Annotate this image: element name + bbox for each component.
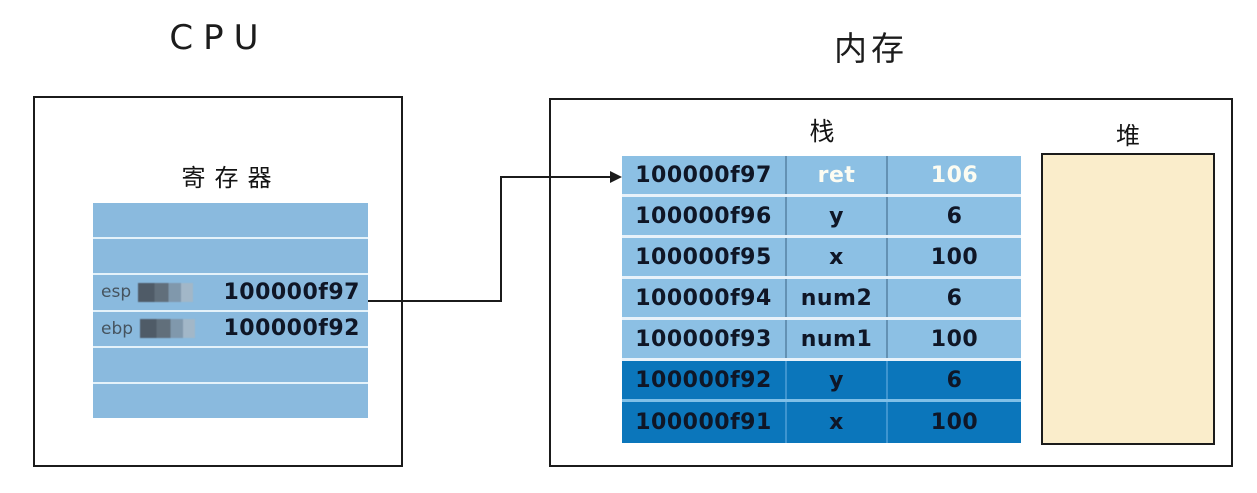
memory-title: 内存 <box>834 29 908 68</box>
register-row-empty <box>93 239 368 276</box>
stack-cell-address: 100000f92 <box>635 367 772 393</box>
stack-cell-name: y <box>785 361 886 399</box>
stack-cell-value: 6 <box>886 197 1021 235</box>
stack-cell-value: 100 <box>886 402 1021 443</box>
stack-cell-address: 100000f95 <box>635 244 772 270</box>
stack-cell-value: 100 <box>886 320 1021 358</box>
register-table: esp 100000f97 ebp 100000f92 <box>93 203 368 418</box>
stack-cell-value: 106 <box>886 156 1021 194</box>
redaction-mosaic <box>138 282 194 302</box>
register-row-empty <box>93 348 368 384</box>
stack-cell-value: 6 <box>886 279 1021 317</box>
register-row-empty <box>93 203 368 240</box>
stack-cell-name: num2 <box>785 279 886 317</box>
register-value: 100000f92 <box>223 316 360 342</box>
stack-cell-value: 6 <box>886 361 1021 399</box>
heap-label: 堆 <box>1116 122 1140 150</box>
redaction-mosaic <box>140 319 196 339</box>
stack-cell-name: y <box>785 197 886 235</box>
stack-cell-name: num1 <box>785 320 886 358</box>
heap-region <box>1041 153 1215 445</box>
register-value: 100000f97 <box>223 279 360 305</box>
stack-cell-value: 100 <box>886 238 1021 276</box>
cpu-box: 寄存器 esp 100000f97 ebp 100000f92 <box>33 96 403 467</box>
stack-cell-name: ret <box>785 156 886 194</box>
register-row-empty <box>93 384 368 418</box>
register-name: ebp <box>101 318 134 339</box>
register-row-ebp: ebp 100000f92 <box>93 312 368 348</box>
register-row-esp: esp 100000f97 <box>93 275 368 312</box>
stack-cell-name: x <box>785 238 886 276</box>
stack-cell-address: 100000f93 <box>635 326 772 352</box>
stack-cell-address: 100000f91 <box>635 410 772 435</box>
register-name: esp <box>101 282 132 303</box>
stack-cell-address: 100000f94 <box>635 285 772 311</box>
stack-label: 栈 <box>809 117 835 146</box>
register-label: 寄存器 <box>181 164 281 192</box>
stack-cell-address: 100000f97 <box>635 162 772 188</box>
cpu-title: CPU <box>169 18 269 58</box>
stack-cell-address: 100000f96 <box>635 203 772 229</box>
stack-cell-name: x <box>785 402 886 443</box>
